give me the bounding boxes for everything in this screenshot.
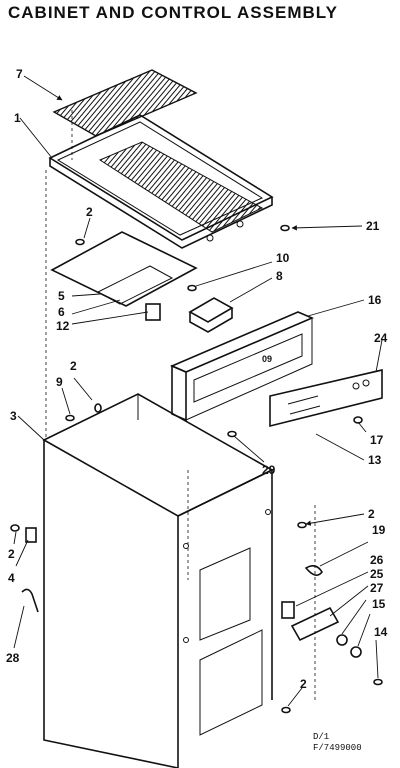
callout-1: 1 xyxy=(14,111,21,125)
callout-24: 24 xyxy=(374,331,388,345)
callout-8: 8 xyxy=(276,269,283,283)
callout-4: 4 xyxy=(8,571,15,585)
callout-2b: 2 xyxy=(70,359,77,373)
callout-5: 5 xyxy=(58,289,65,303)
part-number: F/7499000 xyxy=(313,743,362,753)
leader-lines xyxy=(13,75,383,707)
callout-labels: 7 1 2 21 10 8 16 5 6 12 24 2 9 3 29 17 1… xyxy=(6,67,388,691)
svg-text:09: 09 xyxy=(262,354,272,364)
callout-6: 6 xyxy=(58,305,65,319)
callout-28: 28 xyxy=(6,651,20,665)
bracket-plate-part xyxy=(50,231,198,321)
callout-2d: 2 xyxy=(8,547,15,561)
callout-27: 27 xyxy=(370,581,384,595)
callout-3: 3 xyxy=(10,409,17,423)
callout-29: 29 xyxy=(262,463,276,477)
top-console-part xyxy=(48,114,274,249)
assembly-centerlines xyxy=(45,110,316,700)
callout-13: 13 xyxy=(368,453,382,467)
callout-19: 19 xyxy=(372,523,386,537)
callout-17: 17 xyxy=(370,433,384,447)
callout-16: 16 xyxy=(368,293,382,307)
control-panel-frame-part: 09 xyxy=(169,311,315,422)
callout-12: 12 xyxy=(56,319,70,333)
screw-hardware xyxy=(10,224,383,714)
callout-21: 21 xyxy=(366,219,380,233)
callout-15: 15 xyxy=(372,597,386,611)
cabinet-part xyxy=(42,393,274,768)
diagram-code: D/1 xyxy=(313,732,330,742)
callout-2e: 2 xyxy=(300,677,307,691)
callout-2c: 2 xyxy=(368,507,375,521)
door-switch-part xyxy=(281,601,340,642)
callout-9: 9 xyxy=(56,375,63,389)
diagram-title: CABINET AND CONTROL ASSEMBLY xyxy=(8,3,338,22)
callout-10: 10 xyxy=(276,251,290,265)
callout-2: 2 xyxy=(86,205,93,219)
callout-25: 25 xyxy=(370,567,384,581)
callout-7: 7 xyxy=(16,67,23,81)
callout-14: 14 xyxy=(374,625,388,639)
callout-26: 26 xyxy=(370,553,384,567)
grille-cover-part xyxy=(52,69,198,137)
drawing-reference: D/1 F/7499000 xyxy=(313,732,362,754)
switch-part xyxy=(188,297,234,333)
control-panel-overlay-part xyxy=(269,368,383,428)
